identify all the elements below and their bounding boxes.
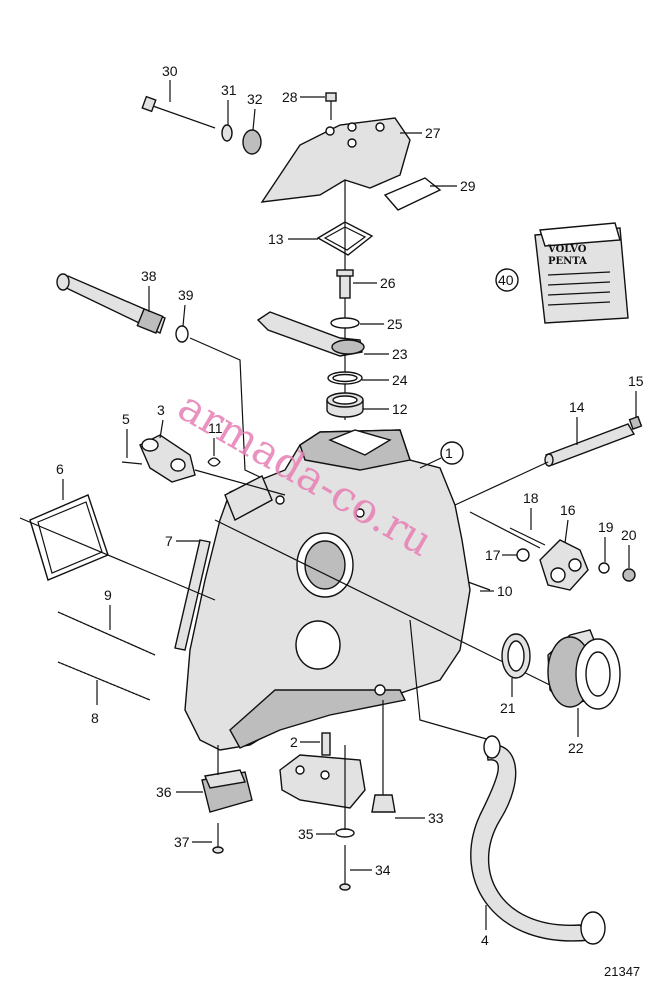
callout-14: 14 [569, 399, 585, 415]
drawing-number: 21347 [604, 964, 640, 979]
callout-2: 2 [290, 734, 298, 750]
cover-assembly [141, 92, 442, 211]
svg-text:PENTA: PENTA [548, 256, 587, 267]
mount-bracket-33 [279, 700, 396, 891]
bearing-22 [501, 629, 621, 710]
callout-22: 22 [568, 740, 584, 756]
callout-7: 7 [165, 533, 173, 549]
callout-10: 10 [497, 583, 513, 599]
callout-40: 40 [498, 272, 514, 288]
callout-35: 35 [298, 826, 314, 842]
bracket-3 [121, 434, 286, 496]
callout-31: 31 [221, 82, 237, 98]
anode-36 [201, 745, 253, 854]
volvo-penta-logo: VOLVO PENTA [547, 244, 587, 267]
callout-circle-1 [440, 441, 464, 465]
callout-25: 25 [387, 316, 403, 332]
callout-18: 18 [523, 490, 539, 506]
callout-4: 4 [481, 932, 489, 948]
callout-9: 9 [104, 587, 112, 603]
callout-1: 1 [445, 445, 453, 461]
callout-5: 5 [122, 411, 130, 427]
shaft-stack [256, 180, 365, 420]
tube-7 [174, 539, 211, 651]
callout-3: 3 [157, 402, 165, 418]
callout-6: 6 [56, 461, 64, 477]
rod-14 [544, 423, 636, 466]
callout-34: 34 [375, 862, 391, 878]
callout-32: 32 [247, 91, 263, 107]
callout-37: 37 [174, 834, 190, 850]
shaft-38 [56, 273, 263, 479]
callout-13: 13 [268, 231, 284, 247]
callout-30: 30 [162, 63, 178, 79]
actuator-16 [467, 511, 636, 591]
callout-24: 24 [392, 372, 408, 388]
callout-38: 38 [141, 268, 157, 284]
callout-29: 29 [460, 178, 476, 194]
callout-27: 27 [425, 125, 441, 141]
callout-8: 8 [91, 710, 99, 726]
callout-20: 20 [621, 527, 637, 543]
manual-40: VOLVO PENTA [495, 222, 629, 324]
callout-21: 21 [500, 700, 516, 716]
callout-15: 15 [628, 373, 644, 389]
svg-text:VOLVO: VOLVO [547, 244, 587, 255]
callout-26: 26 [380, 275, 396, 291]
callout-36: 36 [156, 784, 172, 800]
callout-12: 12 [392, 401, 408, 417]
callout-28: 28 [282, 89, 298, 105]
callout-19: 19 [598, 519, 614, 535]
hose-4 [470, 743, 592, 942]
callout-16: 16 [560, 502, 576, 518]
callout-11: 11 [208, 420, 223, 436]
callout-39: 39 [178, 287, 194, 303]
callout-17: 17 [485, 547, 501, 563]
main-housing [184, 429, 471, 751]
callout-33: 33 [428, 810, 444, 826]
callout-labels: 30 31 32 28 27 29 13 26 25 23 24 12 38 3… [56, 63, 644, 948]
callout-23: 23 [392, 346, 408, 362]
